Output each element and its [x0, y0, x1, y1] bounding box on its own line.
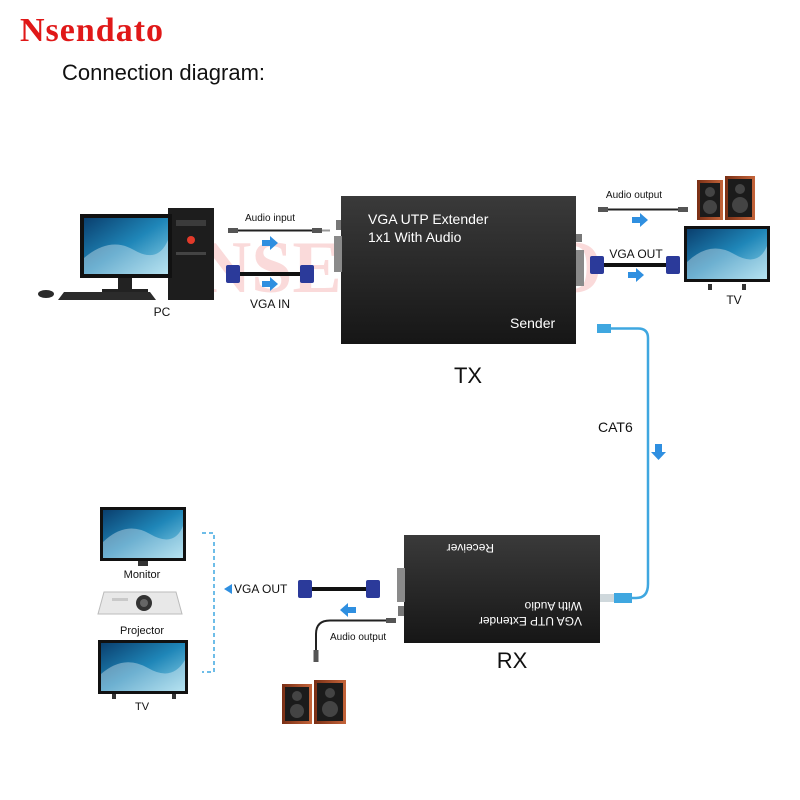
- cat6-label: CAT6: [598, 419, 633, 435]
- tx-caption: TX: [454, 363, 482, 388]
- cat6-cable: [597, 324, 650, 603]
- arrow-down-icon: [651, 444, 666, 460]
- vga-in-label: VGA IN: [250, 297, 290, 311]
- speakers-icon: [282, 680, 346, 724]
- audio-output-cable-tx: [598, 207, 688, 212]
- tv-label-tx: TV: [726, 293, 741, 307]
- rx-role-label: Receiver: [447, 541, 494, 555]
- tv-label-rx: TV: [135, 701, 150, 713]
- arrow-right-icon: [262, 236, 278, 250]
- vga-out-cable-rx: [298, 580, 380, 598]
- arrow-right-icon: [632, 213, 648, 227]
- rx-title-line2: With Audio: [524, 599, 582, 613]
- tx-sender-box: [334, 196, 584, 344]
- audio-output-cable-rx: [313, 618, 396, 662]
- vga-out-label-tx: VGA OUT: [609, 247, 663, 261]
- projector-label: Projector: [120, 625, 164, 637]
- diagram-title: Connection diagram:: [62, 60, 266, 85]
- audio-output-label-rx: Audio output: [330, 632, 386, 643]
- rx-receiver-box: [397, 535, 600, 643]
- projector-icon: [97, 591, 183, 615]
- pc-icon: [38, 208, 214, 300]
- tx-title-line1: VGA UTP Extender: [368, 211, 489, 227]
- monitor-icon: [100, 507, 186, 566]
- pc-label: PC: [154, 305, 171, 319]
- rx-title-line1: VGA UTP Extender: [479, 614, 582, 628]
- monitor-label: Monitor: [124, 569, 161, 581]
- arrow-right-icon: [628, 268, 644, 282]
- brand-logo: Nsendato: [20, 12, 165, 49]
- vga-out-cable-tx: [590, 256, 680, 274]
- speakers-icon: [697, 176, 755, 220]
- audio-input-cable: [228, 228, 330, 233]
- tx-title-line2: 1x1 With Audio: [368, 229, 462, 245]
- rx-caption: RX: [497, 648, 528, 673]
- tx-role-label: Sender: [510, 315, 555, 331]
- audio-output-label-tx: Audio output: [606, 190, 662, 201]
- arrow-left-icon: [340, 603, 356, 617]
- tv-icon: [98, 640, 188, 699]
- vga-out-label-rx: VGA OUT: [234, 582, 288, 596]
- arrow-left-icon: [224, 584, 232, 594]
- arrow-right-icon: [262, 277, 278, 291]
- tv-icon: [684, 226, 770, 290]
- audio-input-label: Audio input: [245, 213, 295, 224]
- display-group-bracket: [202, 532, 215, 673]
- vga-in-cable: [226, 265, 314, 283]
